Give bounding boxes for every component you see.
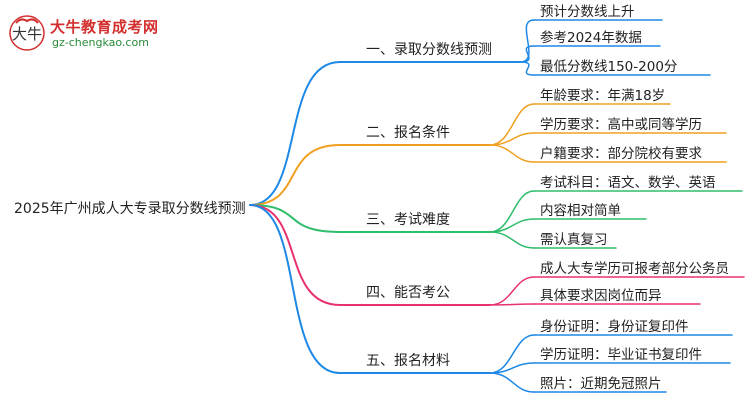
bull-logo-icon: 大牛: [9, 15, 45, 51]
branch-label[interactable]: 二、报名条件: [366, 125, 450, 141]
leaf-connector: [489, 372, 535, 393]
branch-connector: [249, 204, 341, 374]
site-logo[interactable]: 大牛 大牛教育成考网 gz-chengkao.com: [8, 14, 248, 54]
leaf-connector: [519, 45, 535, 63]
branch-connector: [249, 204, 341, 233]
leaf-label[interactable]: 成人大专学历可报考部分公务员: [540, 261, 729, 277]
leaf-connector: [519, 19, 535, 63]
leaf-label[interactable]: 年龄要求：年满18岁: [540, 88, 666, 104]
root-topic[interactable]: 2025年广州成人大专录取分数线预测: [14, 201, 246, 217]
branch-connector: [249, 144, 341, 206]
leaf-label[interactable]: 户籍要求：部分院校有要求: [540, 146, 702, 162]
branch-label[interactable]: 四、能否考公: [366, 285, 450, 301]
leaf-label[interactable]: 参考2024年数据: [540, 30, 642, 46]
leaf-connector: [489, 334, 535, 374]
leaf-label[interactable]: 预计分数线上升: [540, 4, 635, 20]
leaf-connector: [489, 276, 535, 306]
logo-title: 大牛教育成考网: [50, 18, 159, 36]
leaf-label[interactable]: 考试科目：语文、数学、英语: [540, 175, 716, 191]
leaf-label[interactable]: 学历证明：毕业证书复印件: [540, 347, 702, 363]
branch-connector: [249, 61, 341, 206]
leaf-connector: [519, 61, 535, 76]
leaf-label[interactable]: 内容相对简单: [540, 203, 621, 219]
logo-url: gz-chengkao.com: [52, 36, 149, 49]
branch-label[interactable]: 五、报名材料: [366, 353, 450, 369]
leaf-label[interactable]: 需认真复习: [540, 232, 608, 248]
branch-label[interactable]: 三、考试难度: [366, 212, 450, 228]
leaf-connector: [489, 231, 535, 249]
branch-label[interactable]: 一、录取分数线预测: [366, 42, 492, 58]
leaf-label[interactable]: 照片：近期免冠照片: [540, 376, 662, 392]
leaf-connector: [489, 144, 535, 163]
branch-connector: [249, 204, 341, 306]
leaf-label[interactable]: 最低分数线150-200分: [540, 59, 678, 75]
leaf-connector: [489, 190, 535, 233]
leaf-label[interactable]: 身份证明：身份证复印件: [540, 319, 689, 335]
leaf-label[interactable]: 具体要求因岗位而异: [540, 288, 662, 304]
svg-text:大牛: 大牛: [12, 25, 42, 43]
leaf-label[interactable]: 学历要求：高中或同等学历: [540, 117, 702, 133]
leaf-connector: [489, 303, 535, 306]
leaf-connector: [489, 103, 535, 146]
